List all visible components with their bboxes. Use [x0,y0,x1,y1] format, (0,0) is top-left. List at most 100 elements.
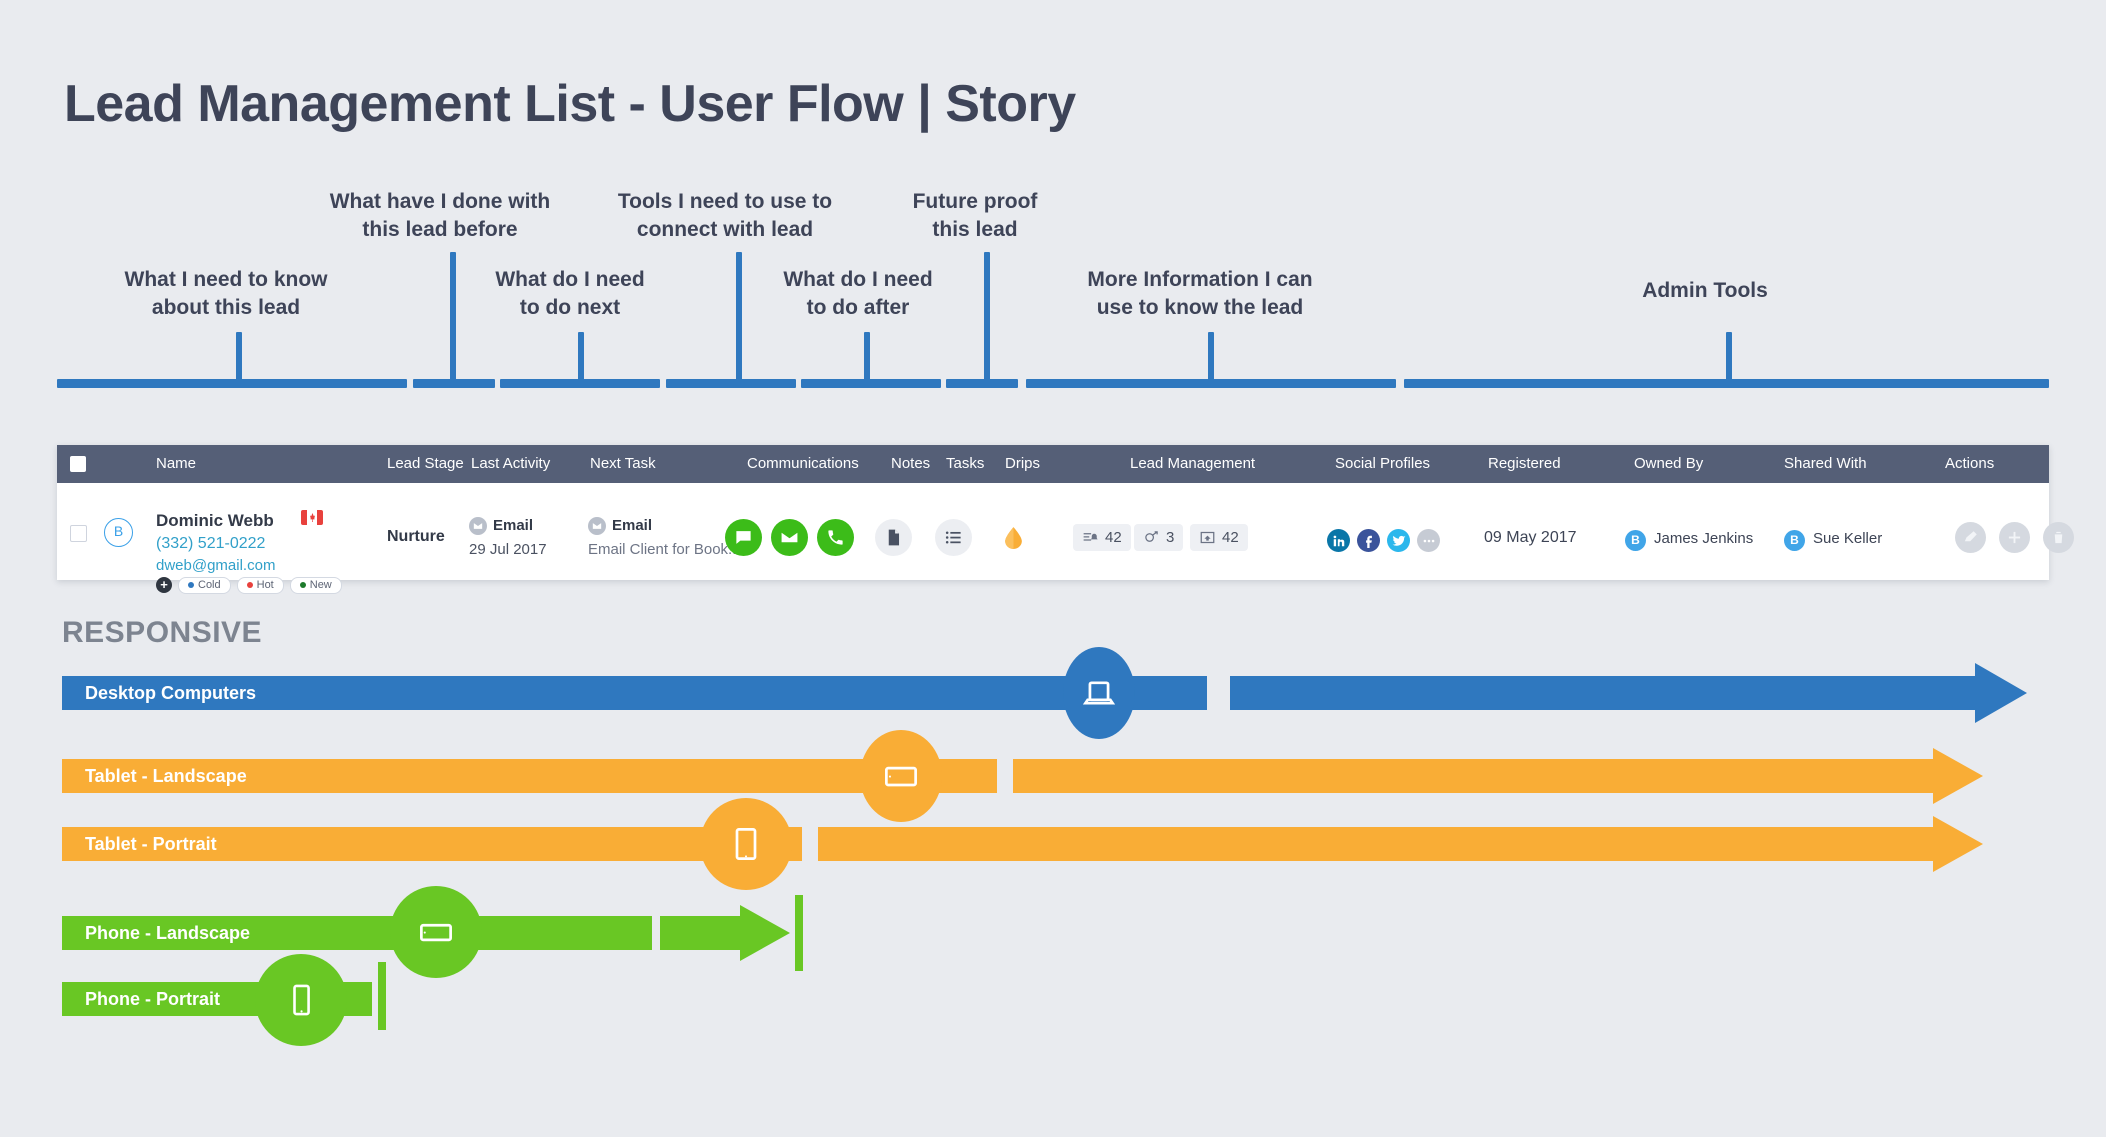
tablet-landscape-icon [860,730,942,822]
next-task-type: Email [588,517,653,536]
phone-icon[interactable] [817,519,854,556]
twitter-icon[interactable] [1387,529,1410,552]
lead-table-header: Name Lead Stage Last Activity Next Task … [57,445,2049,483]
owned-by-name[interactable]: James Jenkins [1654,530,1754,547]
column-header-lead-management[interactable]: Lead Management [1130,455,1256,472]
page-title: Lead Management List - User Flow | Story [64,75,1076,133]
lead-name[interactable]: Dominic Webb [156,511,274,530]
lead-stage-value: Nurture [387,528,445,545]
responsive-bar-desktop [62,676,1207,710]
column-header-owned-by[interactable]: Owned By [1634,455,1704,472]
lead-management-opportunities[interactable]: 3 [1134,524,1184,551]
column-header-shared-with[interactable]: Shared With [1784,455,1867,472]
bracket-tick-tools-connect [736,252,742,380]
bracket-tick-do-after [864,332,870,380]
responsive-arrow-phone-landscape [740,905,790,961]
sms-icon[interactable] [725,519,762,556]
avatar: B [1784,530,1805,551]
bracket-tick-admin-tools [1726,332,1732,380]
next-task-type-label: Email [612,517,653,534]
responsive-bar-phone-landscape [62,916,652,950]
add-button[interactable] [1999,522,2030,553]
responsive-bar-phone-landscape-segment2 [660,916,745,950]
tag-label: Hot [256,579,274,591]
drop-icon[interactable] [995,519,1032,556]
laptop-icon [1063,647,1135,739]
last-activity-value: 29 Jul 2017 [469,541,547,558]
column-header-name[interactable]: Name [156,455,197,472]
bracket-rail-do-next [500,379,660,388]
last-activity-type-label: Email [493,517,534,534]
document-icon[interactable] [875,519,912,556]
lead-management-properties[interactable]: 42 [1190,524,1248,551]
column-header-lead-stage[interactable]: Lead Stage [387,455,464,472]
responsive-bar-tablet-landscape [62,759,997,793]
next-task-value: Email Client for Book... [588,541,741,558]
table-row[interactable]: B Dominic Webb (332) 521-0222 dweb@gmail… [57,483,2074,594]
tag-label: New [309,579,332,591]
phone-landscape-icon [390,886,482,978]
tag-hot[interactable]: Hot [236,576,284,594]
row-select-checkbox[interactable] [70,525,87,542]
column-header-notes[interactable]: Notes [891,455,931,472]
responsive-stop-marker-phone-portrait [378,962,386,1030]
delete-button[interactable] [2043,522,2074,553]
bracket-rail-more-info [1026,379,1396,388]
column-header-drips[interactable]: Drips [1005,455,1041,472]
opportunity-icon [1145,531,1158,542]
avatar: B [104,518,133,547]
column-header-last-activity[interactable]: Last Activity [471,455,551,472]
tag-cold[interactable]: Cold [178,576,231,594]
add-tag-icon[interactable]: + [156,577,172,593]
tag-dot-icon [246,582,253,588]
responsive-label-desktop: Desktop Computers [85,683,257,703]
tag-dot-icon [299,582,306,588]
column-header-actions[interactable]: Actions [1945,455,1995,472]
list-icon[interactable] [935,519,972,556]
badge-count: 42 [1222,529,1239,546]
column-header-communications[interactable]: Communications [747,455,859,472]
phone-portrait-icon [255,954,347,1046]
facebook-icon[interactable] [1357,529,1380,552]
registered-value: 09 May 2017 [1484,529,1577,546]
more-icon[interactable] [1417,529,1440,552]
badge-count: 3 [1166,529,1175,546]
bracket-rail-admin-tools [1404,379,2049,388]
responsive-heading: RESPONSIVE [62,616,263,649]
tag-label: Cold [198,579,221,591]
bracket-rail-tools-connect [666,379,796,388]
lead-tags: + Cold Hot New [156,576,342,594]
bracket-rail-future-proof [946,379,1018,388]
responsive-arrow-tablet-portrait [1933,816,1983,872]
tablet-portrait-icon [700,798,792,890]
shared-with-name[interactable]: Sue Keller [1813,530,1883,547]
lead-management-campaigns[interactable]: 42 [1073,524,1131,551]
responsive-label-tablet-landscape: Tablet - Landscape [85,766,247,786]
lead-table: Name Lead Stage Last Activity Next Task … [57,445,2074,594]
select-all-checkbox[interactable] [70,456,86,472]
linkedin-icon[interactable] [1327,529,1350,552]
email-icon[interactable] [771,519,808,556]
bracket-tick-know-about-lead [236,332,242,380]
edit-button[interactable] [1955,522,1986,553]
responsive-arrow-tablet-landscape [1933,748,1983,804]
email-icon [469,517,487,536]
column-header-next-task[interactable]: Next Task [590,455,656,472]
column-header-social-profiles[interactable]: Social Profiles [1335,455,1431,472]
avatar: B [1625,530,1646,551]
column-header-registered[interactable]: Registered [1488,455,1561,472]
responsive-bar-tablet-portrait-segment2 [818,827,1933,861]
lead-email[interactable]: dweb@gmail.com [156,557,276,574]
column-header-tasks[interactable]: Tasks [946,455,985,472]
responsive-bar-desktop-segment2 [1230,676,1975,710]
last-activity-type: Email [469,517,534,536]
lead-phone[interactable]: (332) 521-0222 [156,535,266,552]
responsive-label-tablet-portrait: Tablet - Portrait [85,834,217,854]
tag-new[interactable]: New [289,576,342,594]
bracket-tick-do-next [578,332,584,380]
campaign-bell-icon [1083,533,1098,541]
